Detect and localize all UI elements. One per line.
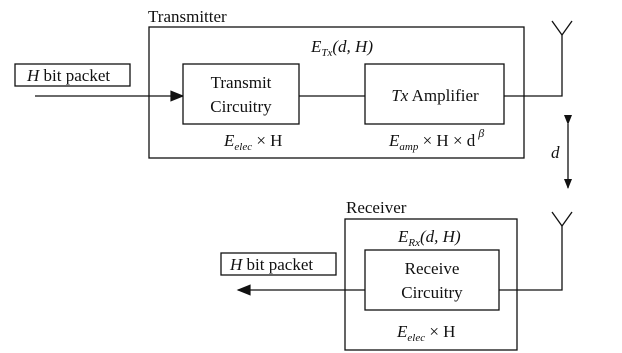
transmitter-energy-symbol: E: [310, 37, 322, 56]
transmitter-energy-subscript: Tx: [321, 47, 332, 59]
receive-circuitry-box: [364, 249, 500, 311]
amp-energy-mid: × H × d: [418, 131, 475, 150]
amp-energy-label: Eamp × H × d β: [388, 126, 484, 153]
receive-elec-energy-label: Eelec × H: [396, 322, 455, 344]
amp-energy-subscript: amp: [399, 141, 418, 153]
transmit-circuitry-box: [182, 63, 300, 125]
transmitter-label: Transmitter: [148, 7, 227, 26]
transmit-elec-energy-label: Eelec × H: [223, 131, 282, 153]
input-packet-text: bit packet: [39, 66, 110, 85]
receiver-energy-subscript: Rx: [407, 237, 420, 249]
amp-energy-symbol: E: [388, 131, 400, 150]
output-packet-box: [220, 252, 337, 276]
input-packet-box: [14, 63, 131, 87]
transmit-elec-energy-symbol: E: [223, 131, 235, 150]
output-packet-text: bit packet: [242, 255, 313, 274]
receive-elec-energy-subscript: elec: [407, 332, 425, 344]
transmit-elec-energy-subscript: elec: [234, 141, 252, 153]
receive-circuitry-line1: Receive: [405, 259, 460, 278]
transmitter-energy-args: (d, H): [332, 37, 373, 56]
amp-energy-exponent: β: [475, 126, 484, 140]
input-packet-var: H: [26, 66, 41, 85]
tx-amplifier-var: Tx: [391, 86, 408, 105]
tx-amplifier-text: Amplifier: [408, 86, 479, 105]
transmit-elec-energy-rest: × H: [252, 131, 282, 150]
antenna-to-receive-circuitry-line: [499, 226, 563, 291]
receiver-energy-symbol: E: [397, 227, 409, 246]
transmitter-energy-label: ETx(d, H): [310, 37, 373, 59]
receive-antenna-icon: [551, 211, 573, 228]
receive-elec-energy-symbol: E: [396, 322, 408, 341]
tx-amplifier-box: [364, 63, 505, 125]
distance-label: d: [551, 143, 560, 162]
output-packet-var: H: [229, 255, 244, 274]
receive-circuitry-line2: Circuitry: [401, 283, 463, 302]
receiver-energy-label: ERx(d, H): [397, 227, 461, 249]
transmit-antenna-icon: [551, 20, 573, 37]
receive-elec-energy-rest: × H: [425, 322, 455, 341]
output-packet-label: H bit packet: [229, 255, 313, 274]
receiver-label: Receiver: [346, 198, 407, 217]
transmit-circuitry-line1: Transmit: [211, 73, 272, 92]
amplifier-to-antenna-line: [504, 35, 563, 97]
tx-amplifier-label: Tx Amplifier: [391, 86, 479, 105]
input-packet-label: H bit packet: [26, 66, 110, 85]
receiver-energy-args: (d, H): [420, 227, 461, 246]
transmit-circuitry-line2: Circuitry: [210, 97, 272, 116]
